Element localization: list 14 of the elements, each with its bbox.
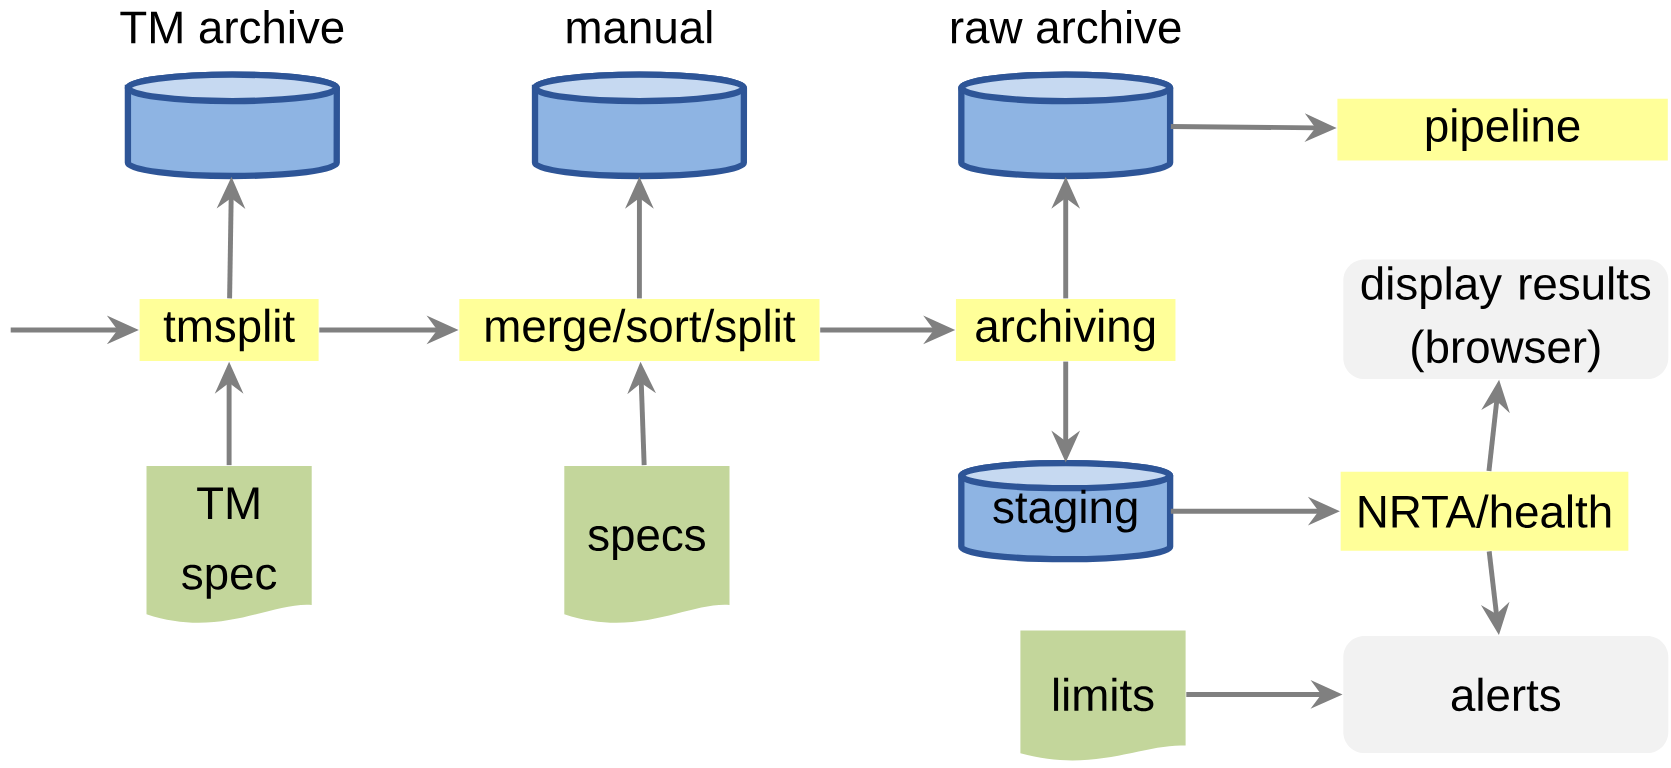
- node-label: raw archive: [951, 10, 1181, 44]
- database-cylinder: manual: [531, 10, 748, 180]
- output-box: display results (browser): [1343, 259, 1669, 379]
- node-label: manual: [567, 10, 712, 44]
- database-cylinder: raw archive: [951, 10, 1181, 180]
- process-box: archiving: [955, 299, 1176, 361]
- database-cylinder: TM archive: [120, 10, 344, 180]
- node-label: TM archive: [120, 10, 344, 44]
- process-box: merge/sort/split: [459, 299, 820, 361]
- database-cylinder: staging: [958, 460, 1174, 563]
- output-box: alerts: [1343, 635, 1669, 754]
- process-box: NRTA/health: [1340, 471, 1629, 551]
- process-box: tmsplit: [139, 299, 319, 361]
- process-box: pipeline: [1337, 98, 1668, 161]
